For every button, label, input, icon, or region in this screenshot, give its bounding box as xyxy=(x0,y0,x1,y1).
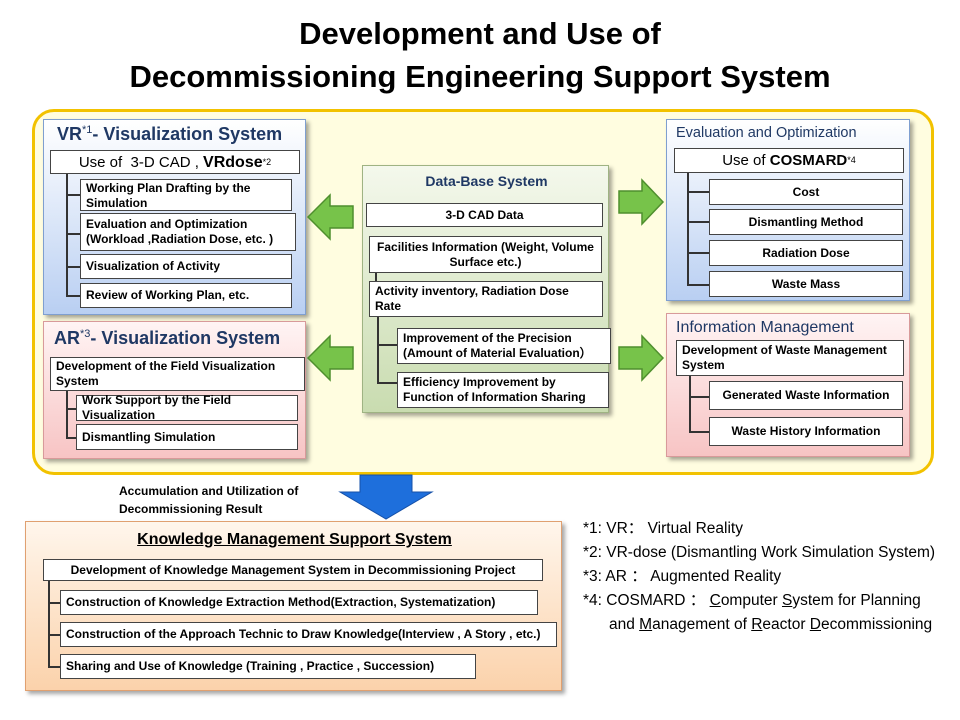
information-heading: Information Management xyxy=(676,319,854,336)
info-tree-branch xyxy=(689,431,709,433)
vr-use-sup: *2 xyxy=(262,156,272,167)
vr-item-visualization-activity: Visualization of Activity xyxy=(80,254,292,279)
information-panel: Information Management Development of Wa… xyxy=(666,313,910,457)
vr-use-bold: VRdose xyxy=(203,153,263,171)
vr-tree-branch xyxy=(66,233,80,235)
footnote-4-a: *4: COSMARD ： xyxy=(583,592,710,609)
footnote-5-a: and xyxy=(609,616,640,633)
vr-tree-branch xyxy=(66,266,80,268)
vr-heading-rest: - Visualization System xyxy=(92,124,283,144)
vr-item-evaluation: Evaluation and Optimization (Workload ,R… xyxy=(80,213,296,251)
vr-heading-prefix: VR xyxy=(57,124,83,144)
db-tree-branch xyxy=(377,382,397,384)
footnote-2: *2: VR-dose (Dismantling Work Simulation… xyxy=(583,544,936,561)
flow-label: Accumulation and Utilization of Decommis… xyxy=(119,484,299,516)
title-line-2: Decommissioning Engineering Support Syst… xyxy=(129,59,831,94)
km-tree-line xyxy=(48,581,50,667)
info-item-waste-history: Waste History Information xyxy=(709,417,903,446)
eval-use-bold: COSMARD xyxy=(769,152,848,169)
ar-heading-rest: - Visualization System xyxy=(90,328,281,348)
knowledge-heading: Knowledge Management Support System xyxy=(137,531,452,548)
db-item-efficiency: Efficiency Improvement by Function of In… xyxy=(397,372,609,408)
km-item-approach-technic: Construction of the Approach Technic to … xyxy=(60,622,557,647)
km-tree-branch xyxy=(48,666,60,668)
info-tree-line xyxy=(689,376,691,432)
ar-item-dismantling-simulation: Dismantling Simulation xyxy=(76,424,298,450)
footnote-4-cont: and Management of Reactor Decommissionin… xyxy=(609,613,932,637)
arrow-right-to-info-icon xyxy=(618,334,665,382)
km-item-extraction-method: Construction of Knowledge Extraction Met… xyxy=(60,590,538,615)
eval-item-radiation-dose: Radiation Dose xyxy=(709,240,903,266)
footnote-5-r: R xyxy=(751,616,763,633)
km-item-sharing: Sharing and Use of Knowledge (Training ,… xyxy=(60,654,476,679)
footnote-5-d: D xyxy=(809,616,821,633)
eval-tree-branch xyxy=(687,284,709,286)
footnote-5-m: M xyxy=(639,616,653,633)
database-panel: Data-Base System 3-D CAD Data Facilities… xyxy=(362,165,611,413)
evaluation-heading: Evaluation and Optimization xyxy=(676,125,857,141)
footnote-4-c: C xyxy=(709,592,721,609)
eval-tree-branch xyxy=(687,221,709,223)
db-item-activity-inventory: Activity inventory, Radiation Dose Rate xyxy=(369,281,603,317)
eval-use-prefix: Use of xyxy=(722,152,770,169)
footnote-4-s: S xyxy=(781,592,793,609)
info-main-box: Development of Waste Management System xyxy=(676,340,904,376)
eval-item-dismantling-method: Dismantling Method xyxy=(709,209,903,235)
ar-panel-heading: AR*3- Visualization System xyxy=(54,328,280,349)
eval-tree-branch xyxy=(687,252,709,254)
footnote-5-eactor: eactor xyxy=(762,616,810,633)
vr-use-box: Use of 3-D CAD , VRdose*2 xyxy=(50,150,300,174)
db-item-cad-data: 3-D CAD Data xyxy=(366,203,603,227)
footnote-4-omputer: omputer xyxy=(720,592,782,609)
vr-item-review: Review of Working Plan, etc. xyxy=(80,283,292,308)
arrow-right-to-eval-icon xyxy=(618,178,665,226)
knowledge-management-panel: Knowledge Management Support System Deve… xyxy=(25,521,562,691)
info-tree-branch xyxy=(689,396,709,398)
vr-item-working-plan: Working Plan Drafting by the Simulation xyxy=(80,179,292,211)
ar-tree-branch xyxy=(66,408,78,410)
footnote-4: *4: COSMARD ： Computer System for Planni… xyxy=(583,589,921,613)
eval-tree-line xyxy=(687,173,689,286)
vr-tree-line xyxy=(66,174,68,296)
eval-tree-branch xyxy=(687,191,709,193)
footnote-4-ystem: ystem for Planning xyxy=(792,592,921,609)
info-item-generated-waste: Generated Waste Information xyxy=(709,381,903,410)
vr-use-prefix: Use of 3-D CAD , xyxy=(78,153,204,171)
db-item-facilities: Facilities Information (Weight, Volume S… xyxy=(369,236,602,273)
ar-main-box: Development of the Field Visualization S… xyxy=(50,357,305,391)
vr-tree-branch xyxy=(66,194,80,196)
down-arrow-icon xyxy=(338,474,434,520)
ar-tree-line xyxy=(66,391,68,439)
km-tree-branch xyxy=(48,634,60,636)
db-connector xyxy=(375,273,377,282)
title-line-1: Development and Use of xyxy=(299,16,661,51)
arrow-left-to-ar-icon xyxy=(306,334,354,382)
eval-item-cost: Cost xyxy=(709,179,903,205)
eval-item-waste-mass: Waste Mass xyxy=(709,271,903,297)
eval-use-box: Use of COSMARD*4 xyxy=(674,148,904,173)
vr-panel-heading: VR*1- Visualization System xyxy=(57,124,282,145)
eval-use-sup: *4 xyxy=(847,155,856,165)
ar-heading-prefix: AR xyxy=(54,328,80,348)
vr-visualization-panel: VR*1- Visualization System Use of 3-D CA… xyxy=(43,119,306,315)
footnote-5-anagement: anagement of xyxy=(652,616,752,633)
km-tree-branch xyxy=(48,602,60,604)
vr-tree-branch xyxy=(66,295,80,297)
database-heading: Data-Base System xyxy=(425,173,548,189)
footnote-1: *1: VR： Virtual Reality xyxy=(583,520,743,537)
footnote-5-ecommissioning: ecommissioning xyxy=(821,616,933,633)
ar-visualization-panel: AR*3- Visualization System Development o… xyxy=(43,321,306,459)
db-tree-line xyxy=(377,317,379,383)
evaluation-panel: Evaluation and Optimization Use of COSMA… xyxy=(666,119,910,301)
db-tree-branch xyxy=(377,344,397,346)
footnote-3: *3: AR ： Augmented Reality xyxy=(583,568,782,585)
km-main-box: Development of Knowledge Management Syst… xyxy=(43,559,543,581)
db-item-precision: Improvement of the Precision (Amount of … xyxy=(397,328,611,364)
arrow-left-to-vr-icon xyxy=(306,193,354,241)
ar-tree-branch xyxy=(66,437,78,439)
ar-item-work-support: Work Support by the Field Visualization xyxy=(76,393,298,422)
vr-heading-sup: *1 xyxy=(82,124,93,136)
ar-heading-sup: *3 xyxy=(80,328,91,340)
